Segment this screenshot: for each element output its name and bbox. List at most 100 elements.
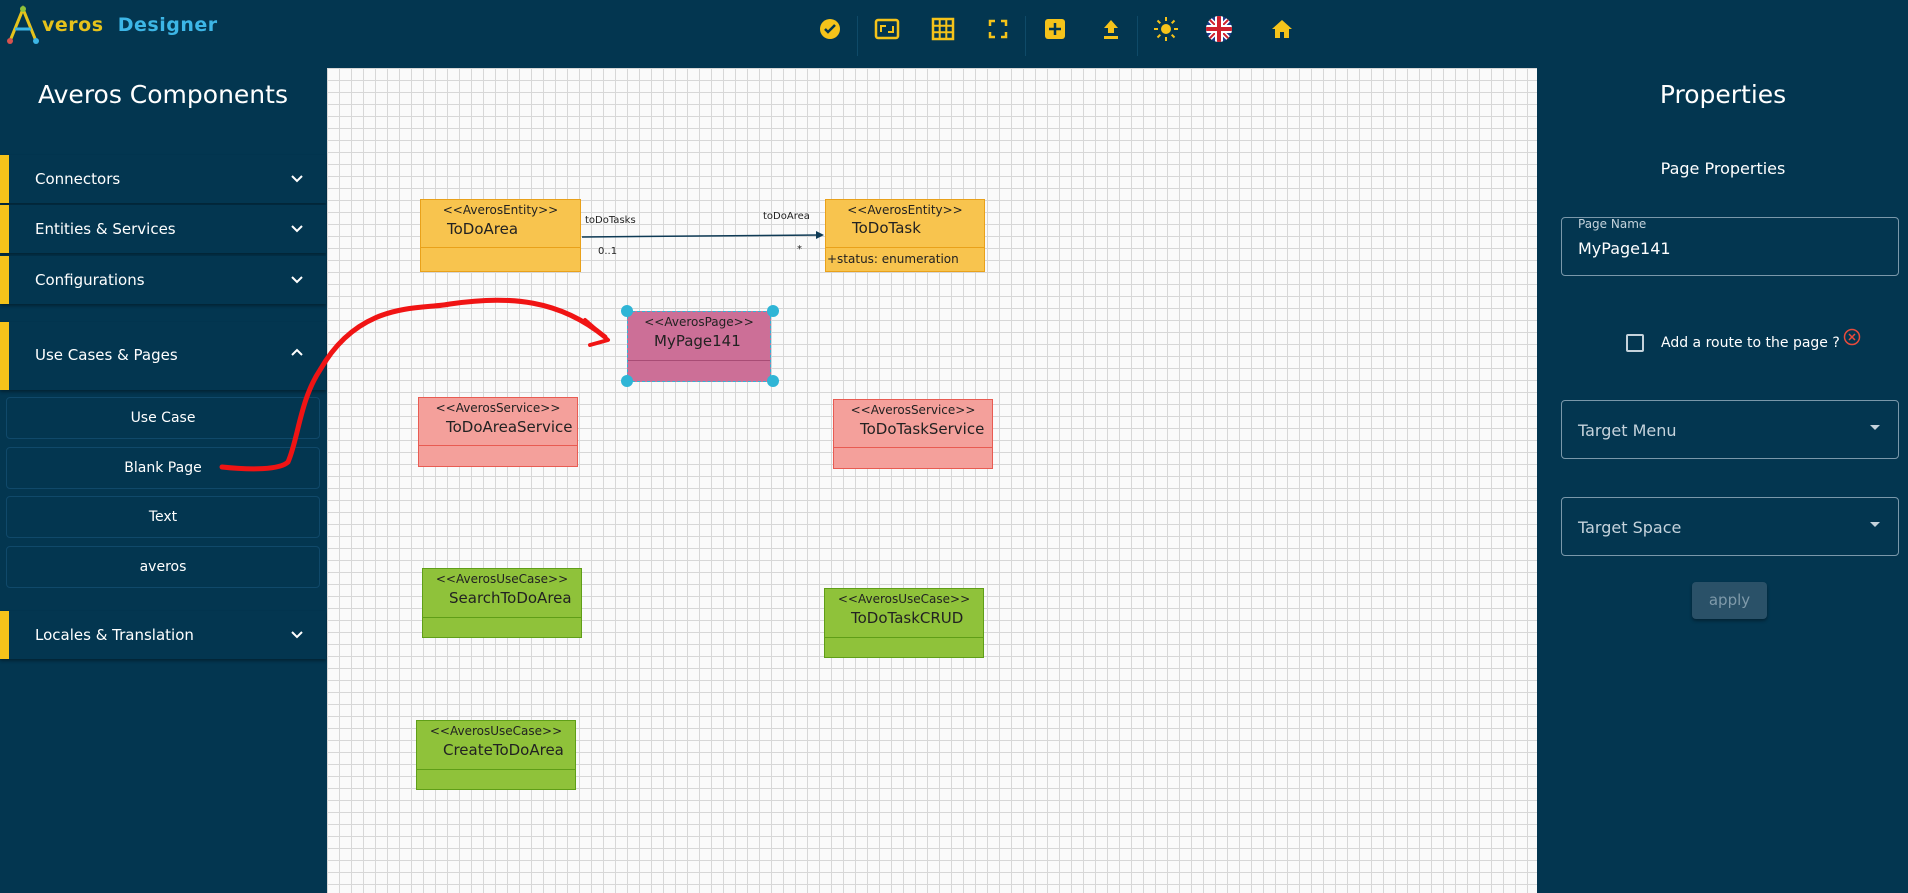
fullscreen-icon [988, 19, 1008, 39]
fullscreen-button[interactable] [980, 10, 1016, 48]
compartment-divider [419, 445, 577, 446]
section-label: Use Cases & Pages [35, 346, 178, 364]
fit-screen-icon [874, 18, 900, 40]
chevron-down-icon [291, 631, 303, 639]
chevron-down-icon [291, 175, 303, 183]
compartment-divider [417, 769, 575, 770]
page-mypage141[interactable]: <<AverosPage>> MyPage141 [627, 311, 771, 382]
section-locales-translation[interactable]: Locales & Translation [0, 611, 326, 659]
stereotype-label: <<AverosEntity>> [847, 203, 963, 217]
connector-source-label: toDoTasks [585, 215, 636, 226]
sun-icon [1154, 17, 1178, 41]
usecase-searchtodoarea[interactable]: <<AverosUseCase>> SearchToDoArea [422, 568, 582, 638]
uk-flag-icon [1206, 16, 1232, 42]
usecase-name: CreateToDoArea [443, 741, 564, 759]
chevron-down-icon [291, 225, 303, 233]
resize-handle[interactable] [767, 305, 779, 317]
section-accent-bar [0, 205, 9, 253]
grid-icon [931, 17, 955, 41]
properties-panel: Properties Page Properties Page Name MyP… [1538, 58, 1908, 893]
page-name: MyPage141 [654, 332, 741, 350]
route-checkbox-label: Add a route to the page ? [1661, 335, 1840, 351]
association-line[interactable] [581, 234, 822, 238]
entity-todoarea[interactable]: <<AverosEntity>> ToDoArea [420, 199, 581, 272]
section-entities-services[interactable]: Entities & Services [0, 205, 326, 253]
compartment-divider [421, 247, 580, 248]
usecase-name: SearchToDoArea [449, 589, 572, 607]
service-name: ToDoAreaService [446, 418, 573, 436]
component-blank-page[interactable]: Blank Page [6, 447, 320, 489]
upload-button[interactable] [1093, 10, 1129, 48]
stereotype-label: <<AverosUseCase>> [429, 724, 563, 738]
component-text[interactable]: Text [6, 496, 320, 538]
section-accent-bar [0, 256, 9, 304]
target-menu-placeholder: Target Menu [1578, 421, 1677, 440]
main-toolbar [0, 10, 1908, 56]
stereotype-label: <<AverosUseCase>> [435, 572, 569, 586]
apply-button[interactable]: apply [1692, 582, 1767, 619]
stereotype-label: <<AverosService>> [435, 401, 561, 415]
section-configurations[interactable]: Configurations [0, 256, 326, 304]
toolbar-divider [857, 16, 858, 56]
upload-icon [1104, 20, 1118, 39]
validate-button[interactable] [812, 10, 848, 48]
averos-logo-icon [7, 5, 39, 44]
section-connectors[interactable]: Connectors [0, 155, 326, 203]
connector-layer [581, 231, 824, 239]
page-name-field[interactable]: Page Name MyPage141 [1561, 217, 1899, 276]
section-label: Locales & Translation [35, 626, 194, 644]
app-logo[interactable]: veros Designer [6, 4, 218, 46]
route-checkbox[interactable] [1626, 334, 1644, 352]
home-icon [1272, 20, 1292, 38]
section-accent-bar [0, 611, 9, 659]
properties-subtitle: Page Properties [1660, 159, 1786, 178]
arrowhead-icon [816, 231, 824, 239]
properties-title: Properties [1659, 80, 1787, 109]
fit-screen-button[interactable] [869, 10, 905, 48]
entity-todotask[interactable]: <<AverosEntity>> ToDoTask +status: enume… [825, 199, 985, 272]
service-todoareaservice[interactable]: <<AverosService>> ToDoAreaService [418, 397, 578, 467]
design-canvas[interactable]: <<AverosEntity>> ToDoArea <<AverosEntity… [327, 68, 1537, 893]
clear-circle-icon[interactable] [1843, 328, 1861, 346]
dropdown-caret-icon [1870, 425, 1880, 430]
chevron-up-icon [291, 348, 303, 356]
entity-name: ToDoTask [852, 219, 921, 237]
section-use-cases-pages[interactable]: Use Cases & Pages [0, 322, 326, 390]
app-header: veros Designer [0, 0, 1908, 58]
component-averos[interactable]: averos [6, 546, 320, 588]
page-name-input[interactable]: MyPage141 [1578, 239, 1671, 258]
service-name: ToDoTaskService [860, 420, 985, 438]
usecase-createtodoarea[interactable]: <<AverosUseCase>> CreateToDoArea [416, 720, 576, 790]
route-option: Add a route to the page ? [1626, 328, 1861, 355]
add-box-icon [1045, 19, 1065, 39]
sidebar-title: Averos Components [38, 80, 288, 109]
component-use-case[interactable]: Use Case [6, 397, 320, 439]
usecase-todotaskcrud[interactable]: <<AverosUseCase>> ToDoTaskCRUD [824, 588, 984, 658]
resize-handle[interactable] [767, 375, 779, 387]
compartment-divider [628, 360, 770, 361]
connector-target-multiplicity: * [797, 244, 802, 255]
toolbar-divider [1137, 16, 1138, 56]
add-component-button[interactable] [1037, 10, 1073, 48]
entity-name: ToDoArea [447, 220, 519, 238]
section-label: Entities & Services [35, 220, 176, 238]
compartment-divider [825, 637, 983, 638]
stereotype-label: <<AverosService>> [850, 403, 976, 417]
home-button[interactable] [1264, 10, 1300, 48]
check-circle-icon [820, 19, 840, 39]
language-button[interactable] [1201, 10, 1237, 48]
resize-handle[interactable] [621, 375, 633, 387]
target-menu-select[interactable]: Target Menu [1561, 400, 1899, 459]
page-name-label: Page Name [1578, 217, 1647, 231]
target-space-select[interactable]: Target Space [1561, 497, 1899, 556]
resize-handle[interactable] [621, 305, 633, 317]
target-space-placeholder: Target Space [1578, 518, 1682, 537]
usecase-name: ToDoTaskCRUD [851, 609, 964, 627]
dropdown-caret-icon [1870, 522, 1880, 527]
service-todotaskservice[interactable]: <<AverosService>> ToDoTaskService [833, 399, 993, 469]
theme-toggle-button[interactable] [1148, 10, 1184, 48]
grid-toggle-button[interactable] [925, 10, 961, 48]
stereotype-label: <<AverosEntity>> [442, 203, 559, 217]
compartment-divider [423, 617, 581, 618]
components-sidebar: Averos Components Connectors Entities & … [0, 58, 326, 893]
